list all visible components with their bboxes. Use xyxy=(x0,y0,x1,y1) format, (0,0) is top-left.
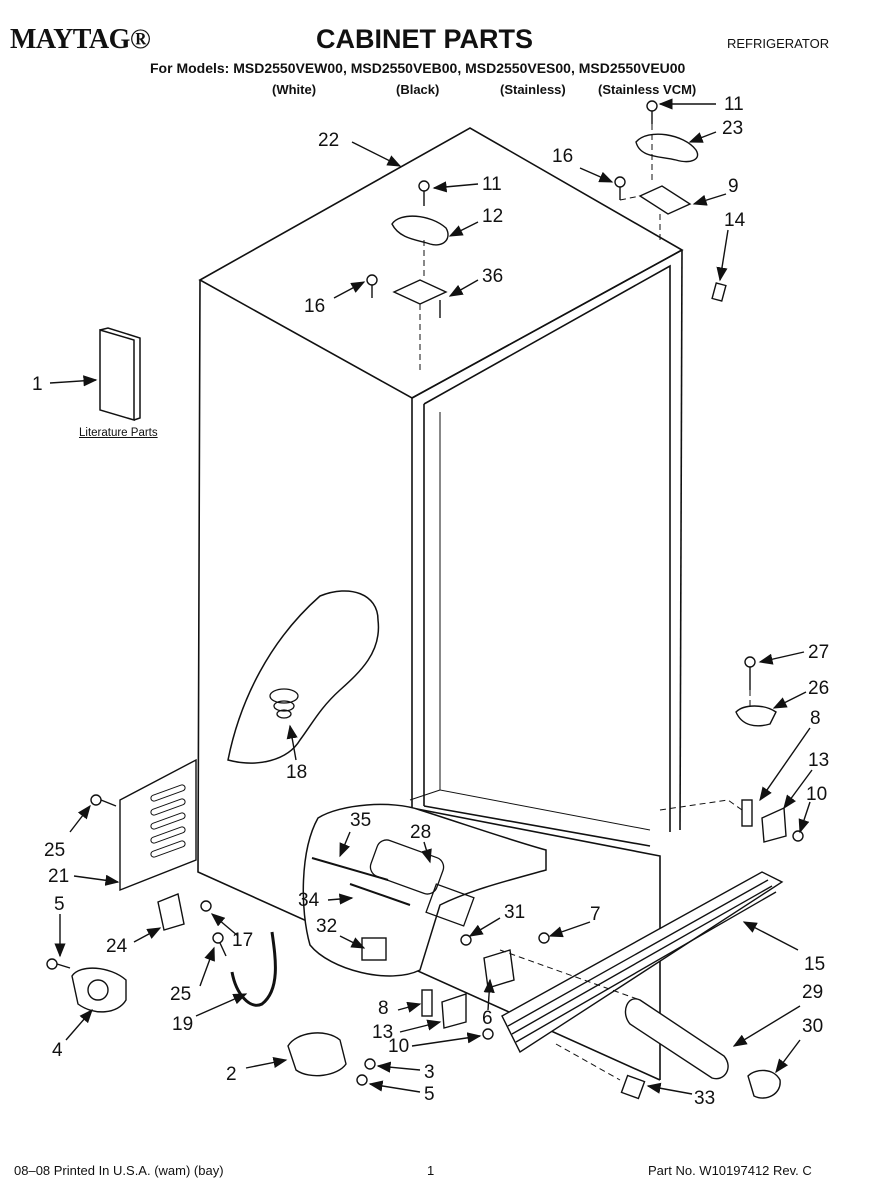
callout-3: 3 xyxy=(424,1062,435,1083)
literature-parts-label: Literature Parts xyxy=(79,427,158,439)
footer-print-info: 08–08 Printed In U.S.A. (wam) (bay) xyxy=(14,1163,224,1178)
hinge-cover-12 xyxy=(391,215,449,246)
footer-part-number: Part No. W10197412 Rev. C xyxy=(648,1163,812,1178)
top-hinge-left-36 xyxy=(392,279,448,318)
callout-32: 32 xyxy=(316,916,337,937)
leader-arrows xyxy=(49,98,813,1095)
callout-11-mid: 11 xyxy=(482,174,502,195)
callout-27: 27 xyxy=(808,642,829,663)
callout-5-left: 5 xyxy=(54,894,65,915)
toe-grille-15 xyxy=(501,871,784,1054)
callout-1: 1 xyxy=(32,374,43,395)
callout-21: 21 xyxy=(48,866,69,887)
cabinet-left-side xyxy=(197,279,661,1081)
filter-head-33 xyxy=(620,1074,646,1100)
callout-28: 28 xyxy=(410,822,431,843)
callout-29: 29 xyxy=(802,982,823,1003)
callout-34: 34 xyxy=(298,890,320,911)
callout-25-left: 25 xyxy=(44,840,65,861)
roller-wheel-4 xyxy=(71,967,127,1013)
callout-24: 24 xyxy=(106,936,128,957)
valve-part-32 xyxy=(361,937,387,961)
callout-11-top: 11 xyxy=(724,94,744,115)
brand-logo: MAYTAG® xyxy=(10,24,151,55)
bracket-24 xyxy=(157,893,185,931)
callout-5-bottom: 5 xyxy=(424,1084,435,1105)
callout-8-right: 8 xyxy=(810,708,821,729)
callout-10-lower: 10 xyxy=(388,1036,409,1057)
water-tube-34-35 xyxy=(311,857,411,906)
callout-7: 7 xyxy=(590,904,601,925)
callout-33: 33 xyxy=(694,1088,715,1109)
bracket-set-right xyxy=(741,799,787,843)
bracket-26 xyxy=(735,705,777,727)
callout-30: 30 xyxy=(802,1016,823,1037)
screws xyxy=(46,100,804,1086)
cabinet-top xyxy=(198,127,684,399)
leveler-cutaway xyxy=(227,590,380,764)
callout-26: 26 xyxy=(808,678,829,699)
cabinet-shell xyxy=(197,127,684,1081)
hinge-cover-23 xyxy=(635,133,699,163)
callout-2: 2 xyxy=(226,1064,237,1085)
callout-19: 19 xyxy=(172,1014,193,1035)
callout-35: 35 xyxy=(350,810,371,831)
water-filter-29 xyxy=(624,998,729,1080)
leveler-part-18 xyxy=(269,688,299,719)
literature-book-icon xyxy=(99,327,141,422)
callout-numbers: 1 2 3 4 5 5 6 7 8 8 9 10 10 11 11 12 13 … xyxy=(32,94,829,1109)
variant-stainless: (Stainless) xyxy=(500,82,566,97)
callout-17: 17 xyxy=(232,930,253,951)
plug-14 xyxy=(711,282,727,302)
page-title: CABINET PARTS xyxy=(316,24,534,54)
callout-13-right: 13 xyxy=(808,750,829,771)
callout-25-lower: 25 xyxy=(170,984,191,1005)
variant-stainless-vcm: (Stainless VCM) xyxy=(598,82,697,97)
footer-page-number: 1 xyxy=(427,1163,435,1178)
callout-15: 15 xyxy=(804,954,825,975)
bracket-6 xyxy=(483,949,515,989)
models-line: For Models: MSD2550VEW00, MSD2550VEB00, … xyxy=(150,60,686,76)
callout-16-right: 16 xyxy=(552,146,573,167)
callout-4: 4 xyxy=(52,1040,63,1061)
callout-31: 31 xyxy=(504,902,525,923)
category-label: REFRIGERATOR xyxy=(727,36,830,51)
cabinet-right-edge xyxy=(679,249,683,831)
callout-8-lower: 8 xyxy=(378,998,389,1019)
callout-9: 9 xyxy=(728,176,739,197)
callout-18: 18 xyxy=(286,762,307,783)
water-tube-19 xyxy=(230,931,277,1007)
rear-cutaway xyxy=(302,803,547,977)
callout-6: 6 xyxy=(482,1008,493,1029)
callout-16-left: 16 xyxy=(304,296,325,317)
water-valve-28 xyxy=(369,839,475,927)
callout-12: 12 xyxy=(482,206,503,227)
lower-hinge-2 xyxy=(287,1032,347,1077)
alignment-dashes xyxy=(419,124,751,1081)
callout-14: 14 xyxy=(724,210,746,231)
variant-black: (Black) xyxy=(396,82,440,97)
bracket-set-lower xyxy=(421,989,467,1029)
callout-22: 22 xyxy=(318,130,339,151)
callout-23: 23 xyxy=(722,118,743,139)
callout-13-lower: 13 xyxy=(372,1022,393,1043)
callout-10-right: 10 xyxy=(806,784,827,805)
callout-36: 36 xyxy=(482,266,503,287)
filter-cap-30 xyxy=(747,1069,781,1099)
variant-white: (White) xyxy=(272,82,317,97)
rear-panel-21 xyxy=(119,758,197,892)
top-hinge-right-9 xyxy=(638,185,692,215)
